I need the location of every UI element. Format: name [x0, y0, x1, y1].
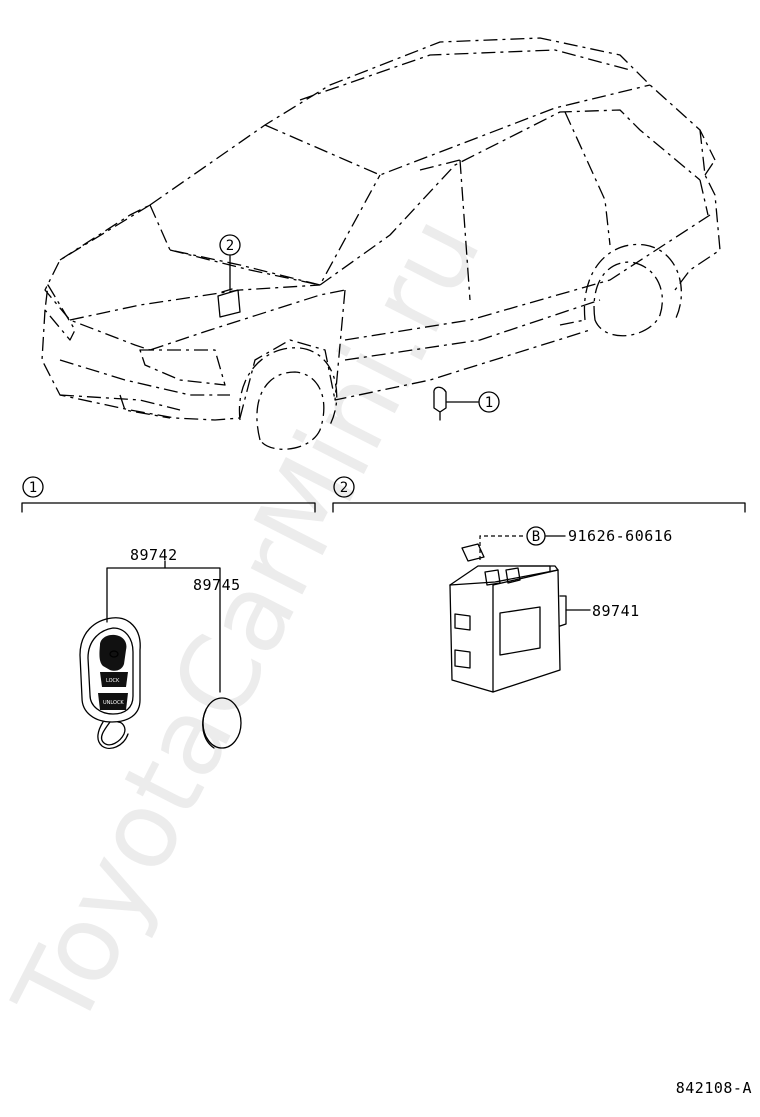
bolt-marker: [526, 526, 546, 546]
callout-2-vehicle: [219, 234, 241, 256]
vehicle-illustration: 2 1: [41, 37, 721, 450]
section-1-bracket: [21, 502, 316, 513]
part-number-89741: 89741: [592, 602, 640, 620]
section-1-marker-label: 1: [29, 480, 37, 496]
section-2-marker: [333, 476, 355, 498]
key-fob-lock-button: [100, 672, 128, 687]
receiver-module-illustration: [449, 543, 567, 693]
section-2-receiver: 2 B 91626-60616 89741: [332, 476, 746, 693]
section-2-bracket: [332, 502, 746, 513]
callout-2-vehicle-label: 2: [226, 238, 234, 254]
figure-id: 842108-A: [676, 1079, 752, 1097]
coin-battery-illustration: [202, 697, 242, 749]
key-fob-illustration: LOCK UNLOCK: [79, 617, 141, 749]
part-number-89742: 89742: [130, 546, 178, 564]
section-2-marker-label: 2: [340, 480, 348, 496]
section-1-transmitter: 1 89742 89745 LOCK UNLOCK: [21, 476, 316, 749]
part-number-91626-60616: 91626-60616: [568, 527, 673, 545]
key-fob-lock-label: LOCK: [106, 678, 120, 684]
callout-1-vehicle: [478, 391, 500, 413]
part-number-89745: 89745: [193, 576, 241, 594]
key-fob-unlock-button: [98, 693, 128, 710]
watermark: ToyotaCarMini.ru: [0, 197, 504, 1047]
key-fob-unlock-label: UNLOCK: [103, 700, 124, 706]
bolt-marker-label: B: [532, 529, 540, 545]
callout-1-vehicle-label: 1: [485, 395, 493, 411]
key-fob-top-button: [99, 634, 127, 671]
section-1-marker: [22, 476, 44, 498]
